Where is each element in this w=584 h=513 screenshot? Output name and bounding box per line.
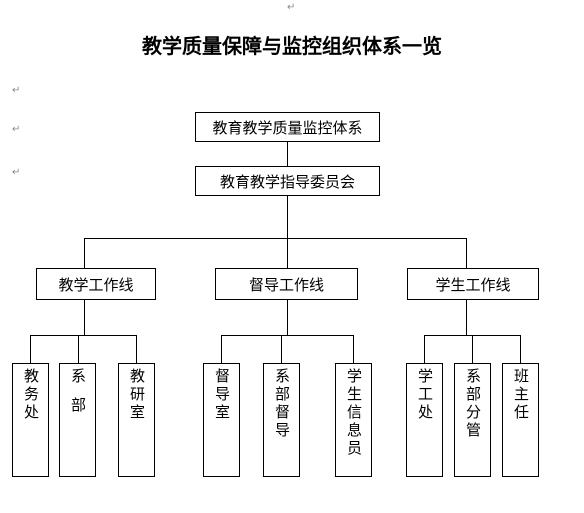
teaching-line-box: 教学工作线 <box>36 268 156 300</box>
connector-line <box>520 335 521 363</box>
connector-line <box>287 300 288 335</box>
paragraph-mark: ↵ <box>12 124 21 135</box>
connector-line <box>287 196 288 238</box>
page-title: 教学质量保障与监控组织体系一览 <box>142 34 442 58</box>
unit-label: 班主任 <box>512 368 530 422</box>
connector-line <box>281 335 282 363</box>
unit-label: 系部分管 <box>464 368 482 440</box>
unit-department: 系部 <box>59 363 96 477</box>
connector-line <box>287 238 288 268</box>
monitoring-system-label: 教育教学质量监控体系 <box>212 118 363 137</box>
unit-class-teacher: 班主任 <box>502 363 539 477</box>
unit-label: 学工处 <box>416 368 434 422</box>
connector-line <box>136 335 137 363</box>
unit-supervision-office: 督导室 <box>203 363 240 477</box>
connector-line <box>353 335 354 363</box>
unit-academic-affairs: 教务处 <box>12 363 49 477</box>
supervision-line-box: 督导工作线 <box>215 268 358 300</box>
unit-label: 教研室 <box>128 368 146 422</box>
guidance-committee-label: 教育教学指导委员会 <box>219 172 355 191</box>
unit-student-informant: 学生信息员 <box>335 363 372 477</box>
connector-line <box>221 335 222 363</box>
unit-student-affairs: 学工处 <box>406 363 443 477</box>
connector-line <box>30 335 136 336</box>
connector-line <box>78 335 79 363</box>
connector-line <box>84 300 85 335</box>
unit-label: 督导室 <box>213 368 231 422</box>
unit-department-head: 系部分管 <box>454 363 491 477</box>
connector-line <box>466 300 467 335</box>
connector-line <box>466 238 467 268</box>
unit-label: 学生信息员 <box>345 368 363 458</box>
connector-line <box>424 335 425 363</box>
connector-line <box>84 238 85 268</box>
paragraph-mark: ↵ <box>12 167 21 178</box>
guidance-committee-box: 教育教学指导委员会 <box>195 166 380 196</box>
paragraph-mark: ↵ <box>287 2 296 13</box>
monitoring-system-box: 教育教学质量监控体系 <box>195 112 380 142</box>
paragraph-mark: ↵ <box>12 85 21 96</box>
student-line-box: 学生工作线 <box>407 268 539 300</box>
unit-label: 系部 <box>69 368 87 426</box>
supervision-line-label: 督导工作线 <box>248 275 324 294</box>
connector-line <box>287 142 288 166</box>
connector-line <box>84 238 466 239</box>
unit-teaching-research: 教研室 <box>118 363 155 477</box>
unit-department-supervisor: 系部督导 <box>263 363 300 477</box>
teaching-line-label: 教学工作线 <box>58 275 134 294</box>
connector-line <box>221 335 353 336</box>
connector-line <box>30 335 31 363</box>
unit-label: 教务处 <box>22 368 40 422</box>
unit-label: 系部督导 <box>273 368 291 440</box>
student-line-label: 学生工作线 <box>435 275 511 294</box>
connector-line <box>472 335 473 363</box>
